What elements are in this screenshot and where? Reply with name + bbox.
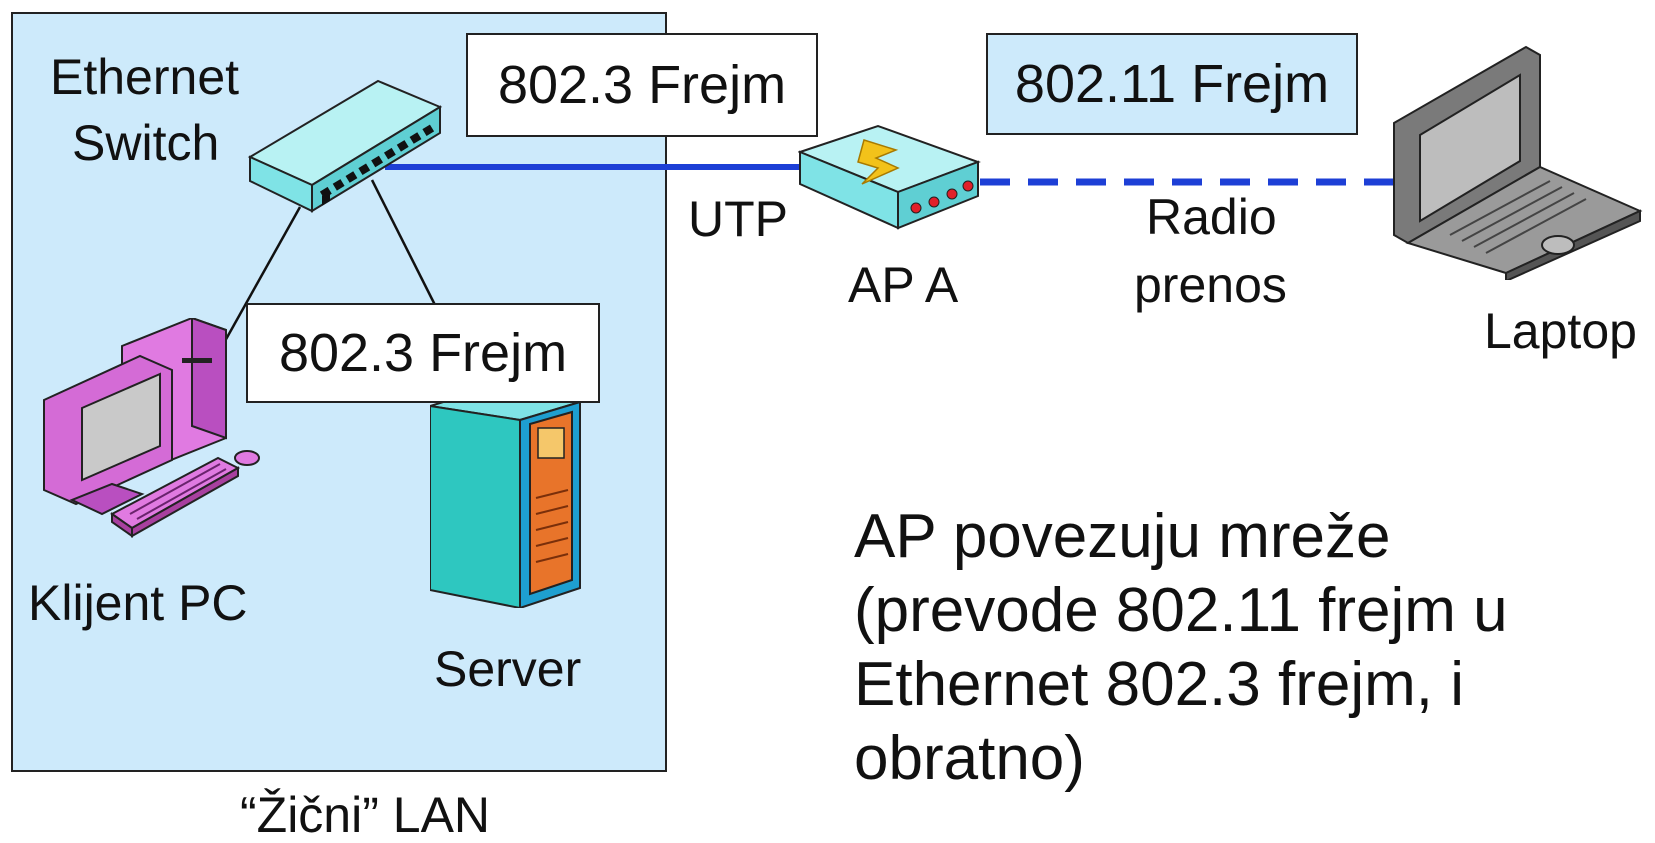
server-label: Server [434,641,582,697]
wired-lan-caption: “Žični” LAN [240,787,491,843]
switch-to-pc-link [218,206,302,351]
radio-label-line1: Radio [1146,189,1277,245]
note-line-1: AP povezuju mreže [854,502,1391,571]
utp-label: UTP [688,191,788,247]
note-line-4: obratno) [854,724,1085,793]
note-line-2: (prevode 802.11 frejm u [854,576,1508,645]
laptop-label: Laptop [1484,303,1637,359]
switch-label-line1: Ethernet [50,49,240,105]
server-icon [430,388,581,608]
note-line-3: Ethernet 802.3 frejm, i [854,650,1464,719]
lan-frame-box: 802.3 Frejm [246,303,600,403]
ap-explanation-note: AP povezuju mreže (prevode 802.11 frejm … [854,500,1508,796]
uplink-frame-label: 802.3 Frejm [497,55,787,115]
lan-frame-label: 802.3 Frejm [278,323,568,383]
ap-label: AP A [848,257,959,313]
laptop-icon [1393,45,1643,280]
radio-label-line2: prenos [1134,257,1287,313]
pc-icon [43,318,260,538]
wireless-frame-label: 802.11 Frejm [1014,54,1330,114]
wireless-frame-box: 802.11 Frejm [986,33,1358,135]
switch-to-server-link [370,179,437,306]
uplink-frame-box: 802.3 Frejm [466,33,818,137]
client-pc-label: Klijent PC [28,575,248,631]
switch-icon [247,79,443,213]
access-point-icon [798,124,981,230]
switch-label-line2: Switch [72,115,220,171]
